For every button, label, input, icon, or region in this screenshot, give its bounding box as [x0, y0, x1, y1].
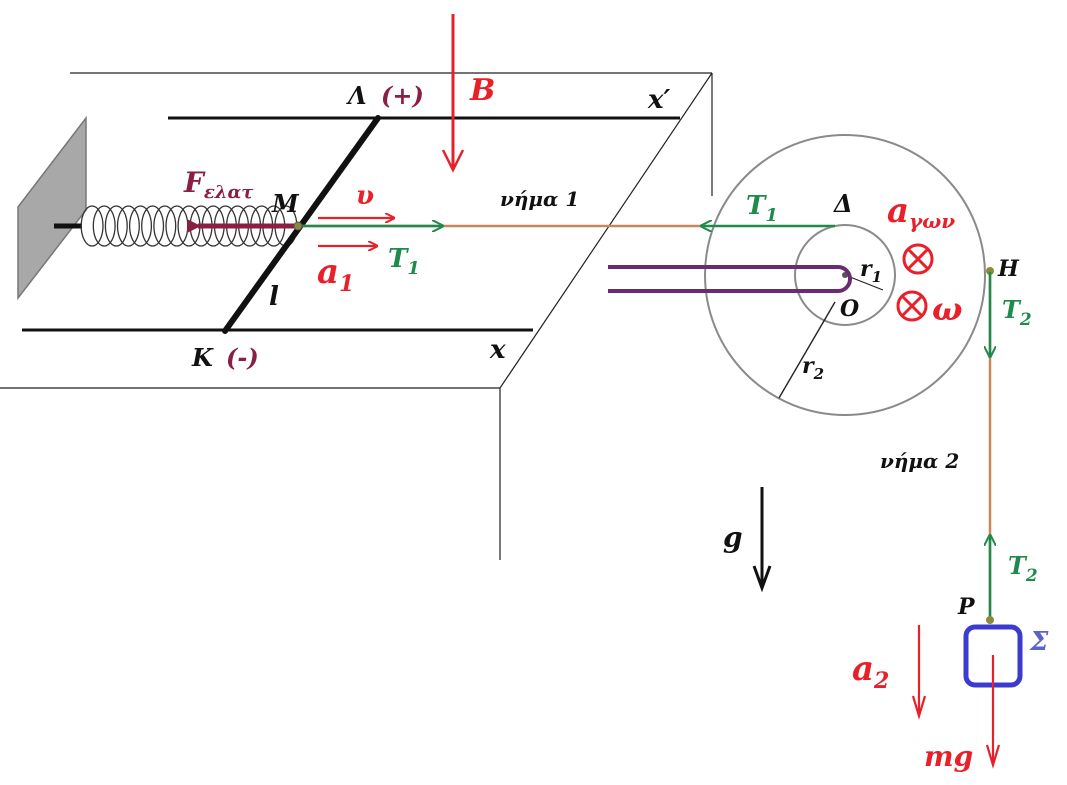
label-t2-top: T2: [1002, 295, 1032, 330]
r2-radius: [778, 301, 836, 399]
spring-coil: [80, 205, 104, 247]
label-b-field: B: [469, 73, 495, 108]
label-t1-rod: T1: [388, 244, 420, 279]
b-field-arrowhead: [441, 149, 465, 173]
label-sigma: Σ: [1029, 627, 1049, 657]
label-x-prime: x′: [647, 85, 671, 115]
label-kappa-sign: (-): [226, 343, 259, 372]
label-omega: ω: [932, 290, 962, 328]
wall: [17, 115, 87, 301]
pulley: [704, 134, 986, 416]
spring-coil: [177, 205, 201, 247]
label-lambda-sign: (+): [381, 81, 424, 110]
label-g: g: [723, 521, 743, 554]
label-a2: a2: [852, 649, 889, 694]
spring-coil: [128, 205, 153, 247]
label-o: O: [840, 296, 859, 322]
spring-coil: [165, 205, 189, 247]
table-outline: [0, 72, 713, 560]
label-m: M: [271, 189, 300, 218]
spring-coil: [92, 205, 116, 247]
label-velocity: υ: [356, 181, 374, 211]
label-h: H: [997, 256, 1020, 282]
axle-support: [608, 265, 852, 293]
spring-coil: [116, 205, 140, 247]
label-lambda: Λ: [346, 81, 367, 110]
point-h: [986, 267, 994, 275]
cross-symbol-omega: [896, 290, 928, 322]
label-a1: a1: [317, 252, 354, 297]
label-rod-length: l: [269, 282, 279, 312]
label-p: P: [957, 594, 976, 620]
point-m: [293, 221, 303, 231]
spring-coil: [141, 205, 165, 247]
rails: [22, 116, 680, 332]
spring-coil: [153, 205, 177, 247]
cross-symbol-agon: [902, 243, 934, 275]
label-string-1: νήμα 1: [500, 187, 579, 211]
label-mg: mg: [924, 740, 973, 773]
label-x: x: [489, 335, 506, 365]
spring-coil: [104, 205, 128, 247]
label-t2-bottom: T2: [1008, 551, 1038, 586]
point-p: [986, 616, 994, 624]
label-kappa: K: [191, 343, 214, 372]
label-r1: r1: [860, 256, 882, 286]
label-spring-force: Fελατ: [183, 166, 254, 203]
label-t1-pulley: T1: [746, 191, 778, 226]
label-string-2: νήμα 2: [880, 449, 959, 473]
label-r2: r2: [802, 353, 824, 383]
label-angular-acceleration: aγων: [887, 191, 955, 233]
label-delta: Δ: [833, 189, 853, 218]
